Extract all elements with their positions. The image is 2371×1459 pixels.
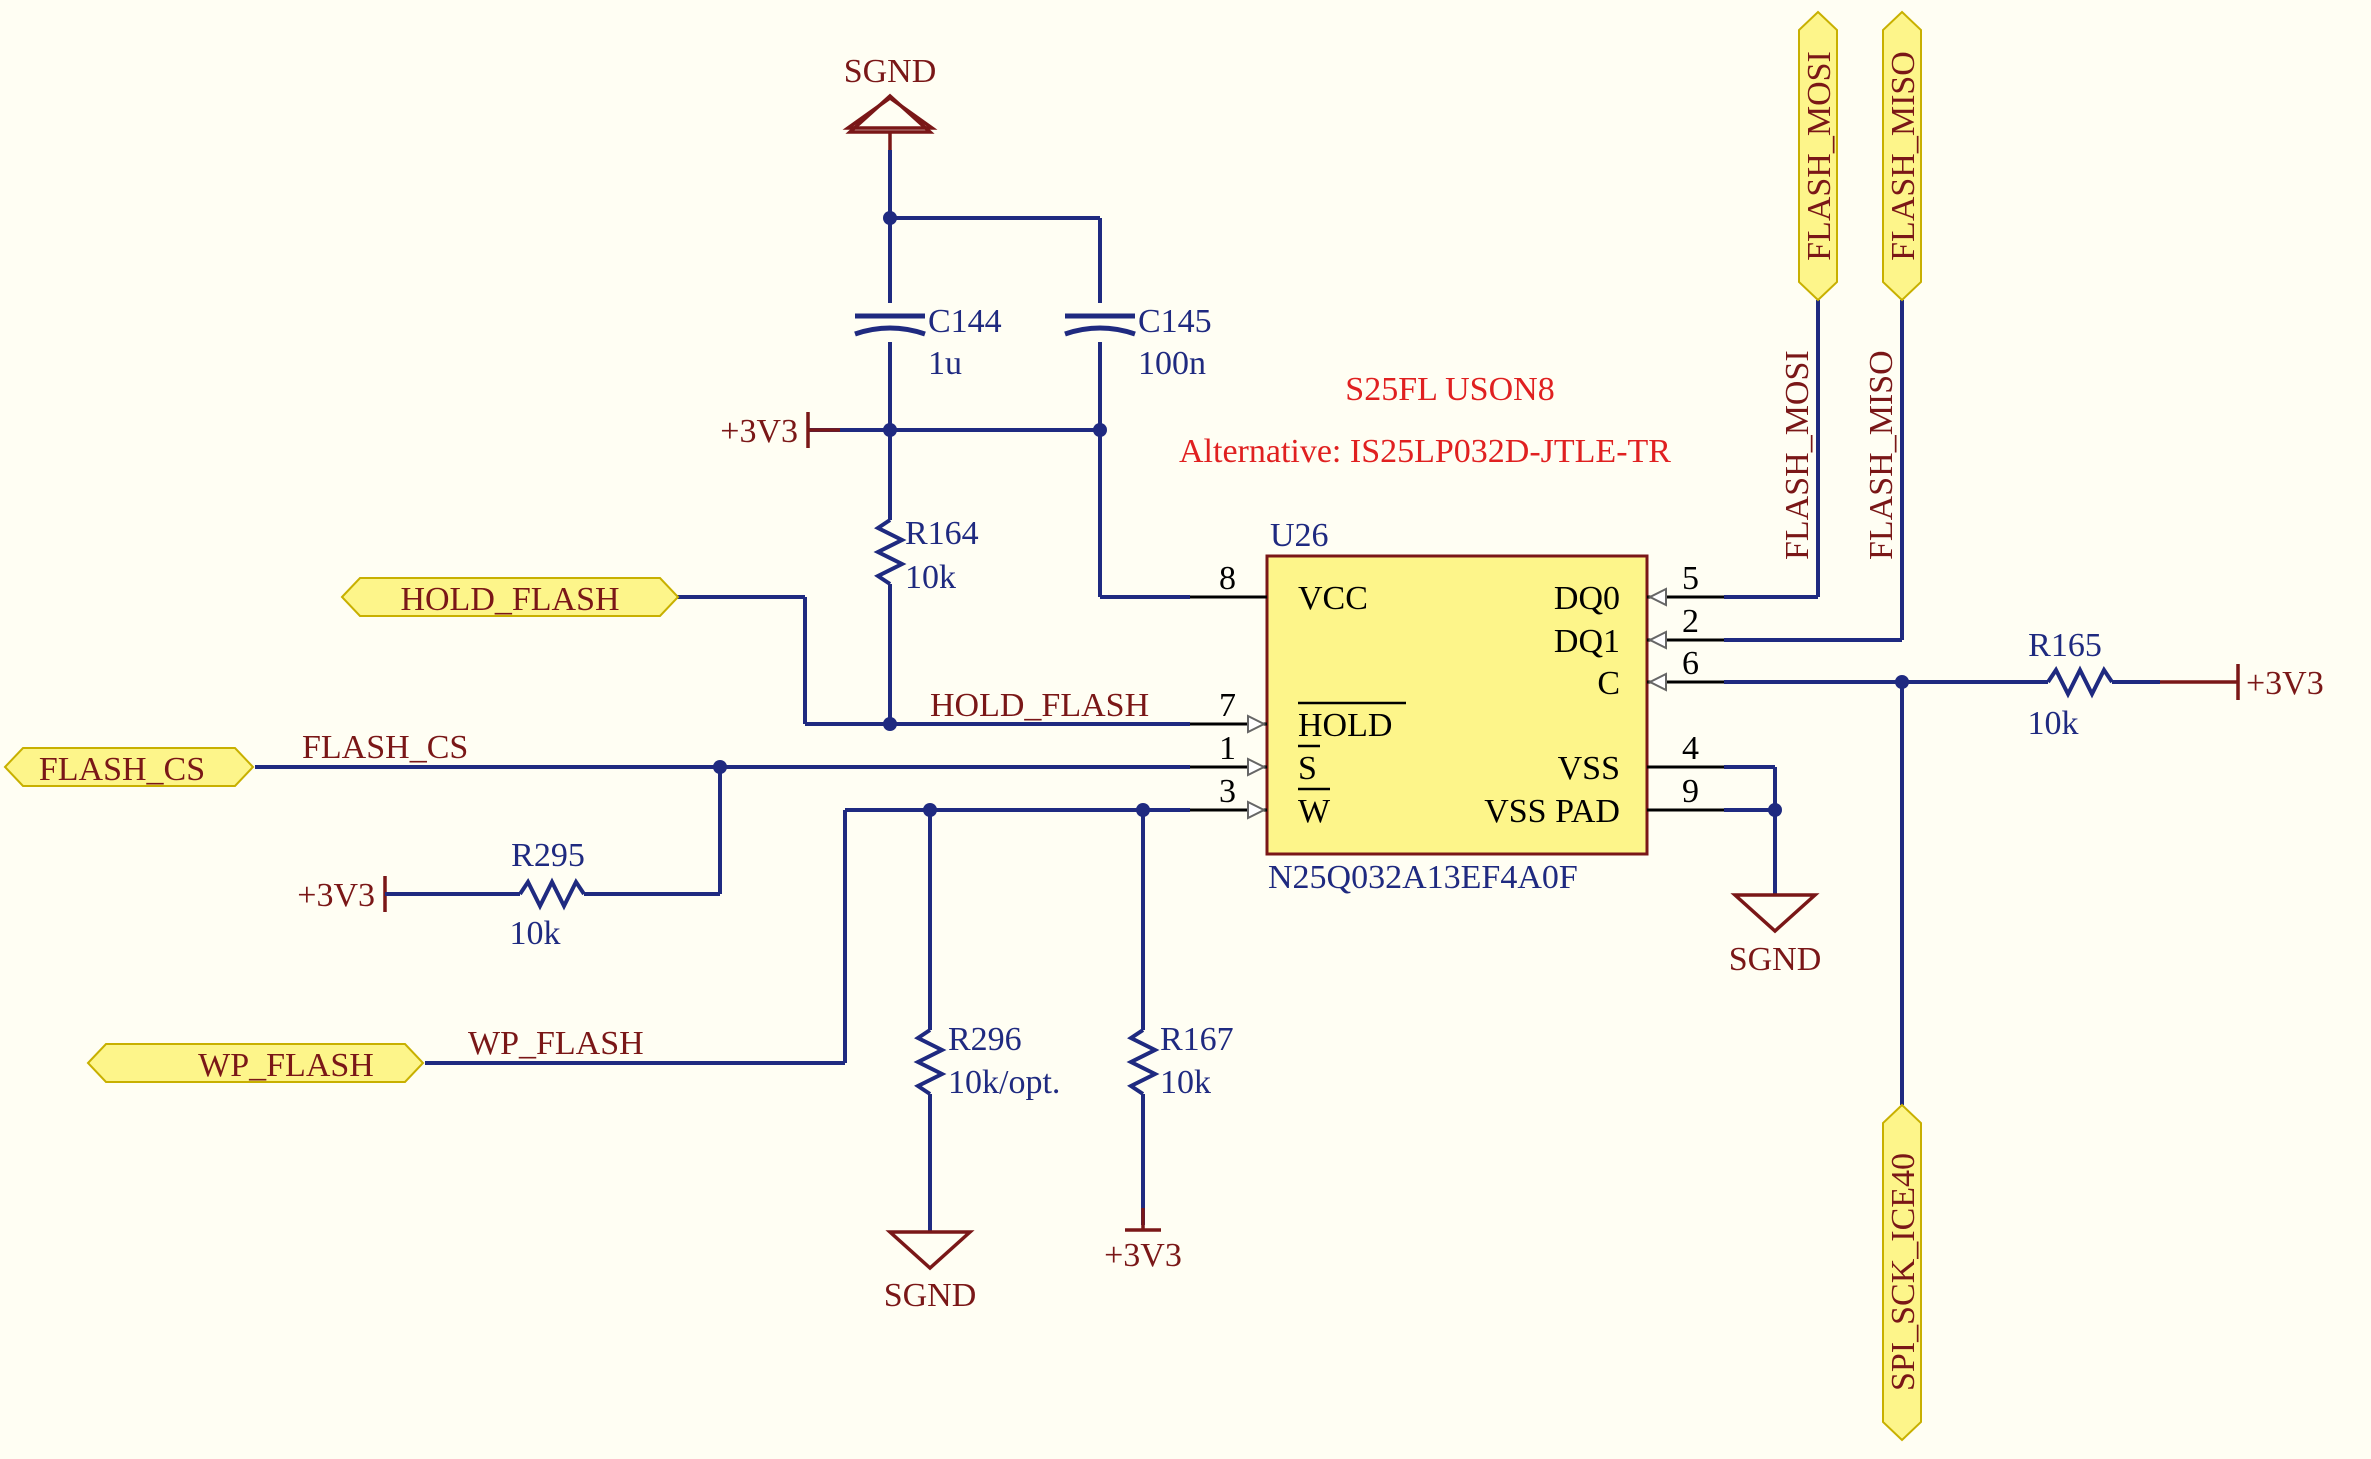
vcc-wire [1098, 430, 1190, 599]
v33-r167-label: +3V3 [1104, 1237, 1182, 1274]
ic-u26: U26 N25Q032A13EF4A0F 8 7 1 3 VCC HOLD S … [1190, 517, 1724, 896]
hold-flash-net-label: HOLD_FLASH [930, 687, 1149, 724]
pin-name-c: C [1597, 665, 1620, 702]
sgnd-right-symbol: SGND [1729, 893, 1822, 978]
resistor-r295: +3V3 R295 10k [297, 837, 635, 952]
vss-net [1724, 765, 1782, 895]
flash-mosi-net-label: FLASH_MOSI [1779, 350, 1816, 560]
wp-net: WP_FLASH [425, 803, 1190, 1065]
pin-name-vss-pad: VSS PAD [1484, 793, 1620, 830]
r296-ref: R296 [948, 1021, 1022, 1058]
sck-net: +3V3 R165 10k [1724, 627, 2324, 1105]
port-spi-sck-label: SPI_SCK_ICE40 [1885, 1153, 1922, 1391]
port-hold-flash-label: HOLD_FLASH [400, 581, 619, 618]
pin-num-hold: 7 [1219, 687, 1236, 724]
pin-name-w: W [1298, 793, 1331, 830]
v33-top-label: +3V3 [720, 413, 798, 450]
r167-ref: R167 [1160, 1021, 1234, 1058]
r296-value: 10k/opt. [948, 1064, 1060, 1101]
r164-value: 10k [905, 559, 956, 596]
resistor-r167: R167 10k [1126, 810, 1234, 1225]
port-flash-miso-label: FLASH_MISO [1885, 51, 1922, 261]
port-flash-mosi: FLASH_MOSI [1798, 10, 1838, 302]
pin-num-s: 1 [1219, 730, 1236, 767]
sgnd-right-label: SGND [1729, 941, 1822, 978]
pin-name-vcc: VCC [1298, 580, 1368, 617]
pin-num-vss: 4 [1682, 730, 1699, 767]
port-flash-miso: FLASH_MISO [1882, 10, 1922, 302]
cap-wires [808, 150, 1107, 437]
r295-value: 10k [510, 915, 561, 952]
note-alternative: Alternative: IS25LP032D-JTLE-TR [1179, 433, 1671, 470]
pin-name-hold: HOLD [1298, 707, 1392, 744]
ic-designator: U26 [1270, 517, 1329, 554]
v33-r165-label: +3V3 [2246, 665, 2324, 702]
r164-ref: R164 [905, 515, 979, 552]
pin-num-w: 3 [1219, 773, 1236, 810]
resistor-r296: R296 10k/opt. [913, 810, 1060, 1232]
ic-part-number: N25Q032A13EF4A0F [1268, 859, 1578, 896]
port-hold-flash: HOLD_FLASH [340, 577, 680, 618]
port-flash-mosi-label: FLASH_MOSI [1801, 51, 1838, 261]
r167-value: 10k [1160, 1064, 1211, 1101]
r295-ref: R295 [511, 837, 585, 874]
port-wp-flash: WP_FLASH [86, 1043, 425, 1084]
c144-value: 1u [928, 345, 962, 382]
sgnd-top-symbol: SGND [842, 53, 938, 150]
wp-flash-net-label: WP_FLASH [468, 1025, 644, 1062]
pin-num-dq0: 5 [1682, 560, 1699, 597]
port-flash-cs: FLASH_CS [3, 747, 255, 788]
flash-cs-net-label: FLASH_CS [302, 729, 468, 766]
r165-value: 10k [2028, 705, 2079, 742]
r165-ref: R165 [2028, 627, 2102, 664]
hold-net: HOLD_FLASH [675, 595, 1190, 731]
port-flash-cs-label: FLASH_CS [39, 751, 205, 788]
port-wp-flash-label: WP_FLASH [198, 1047, 374, 1084]
power-3v3-top: +3V3 [720, 412, 840, 450]
port-spi-sck: SPI_SCK_ICE40 [1882, 1103, 1922, 1442]
note-part-family: S25FL USON8 [1345, 371, 1554, 408]
resistor-r164: R164 10k [873, 430, 979, 724]
capacitor-c145: C145 100n [1064, 303, 1212, 382]
pin-name-dq0: DQ0 [1554, 580, 1620, 617]
sgnd-r296-label: SGND [884, 1277, 977, 1314]
pin-name-dq1: DQ1 [1554, 623, 1620, 660]
pin-num-c: 6 [1682, 645, 1699, 682]
flash-miso-net-label: FLASH_MISO [1863, 350, 1900, 560]
pin-num-vss-pad: 9 [1682, 773, 1699, 810]
cs-net: FLASH_CS [255, 729, 1190, 896]
c144-ref: C144 [928, 303, 1002, 340]
sgnd-r296-symbol: SGND [884, 1230, 977, 1314]
pin-num-dq1: 2 [1682, 603, 1699, 640]
pin-name-vss: VSS [1558, 750, 1620, 787]
capacitor-c144: C144 1u [854, 303, 1002, 382]
power-3v3-r167: +3V3 [1104, 1208, 1182, 1274]
sgnd-top-label: SGND [844, 53, 937, 90]
miso-net: FLASH_MISO [1724, 300, 1904, 642]
c145-ref: C145 [1138, 303, 1212, 340]
pin-num-vcc: 8 [1219, 560, 1236, 597]
c145-value: 100n [1138, 345, 1206, 382]
v33-r295-label: +3V3 [297, 877, 375, 914]
mosi-net: FLASH_MOSI [1724, 300, 1820, 599]
pin-name-s: S [1298, 750, 1317, 787]
